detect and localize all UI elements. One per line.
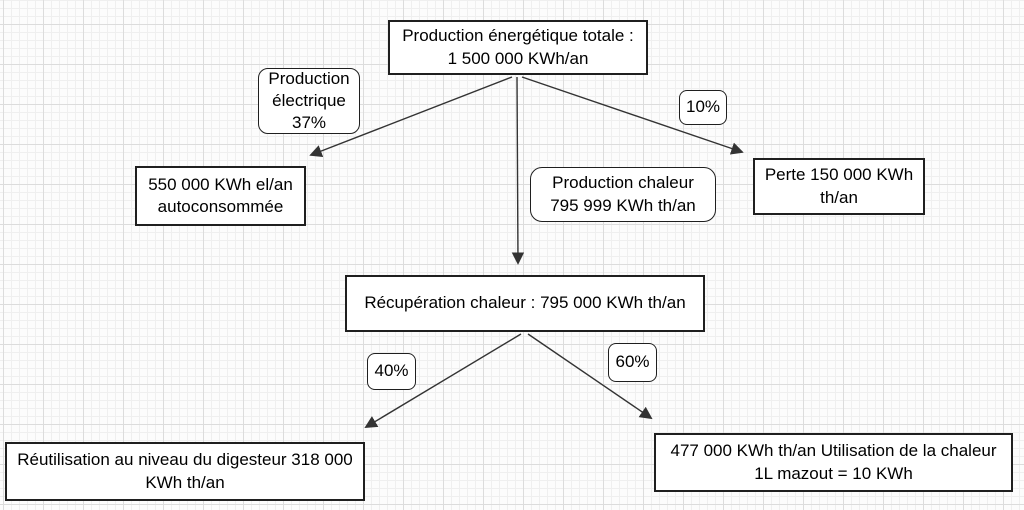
label-40-percent: 40%: [367, 353, 416, 390]
label-text: 10%: [685, 97, 721, 117]
label-text: Production chaleur: [552, 173, 694, 193]
label-60-percent: 60%: [608, 343, 657, 382]
node-text: 1L mazout = 10 KWh: [754, 463, 913, 483]
node-perte: Perte 150 000 KWh th/an: [753, 158, 925, 215]
node-text: autoconsommée: [157, 197, 284, 216]
node-text: 477 000 KWh th/an Utilisation de la chal…: [670, 441, 997, 461]
label-text: 37%: [291, 113, 327, 133]
node-text: KWh th/an: [145, 472, 225, 492]
arrow-total-to-recup: [511, 76, 525, 265]
label-10-percent: 10%: [679, 90, 727, 125]
node-text: 1 500 000 KWh/an: [447, 48, 589, 68]
label-text: Production: [268, 68, 350, 88]
node-text: Réutilisation au niveau du digesteur 318…: [17, 450, 353, 470]
node-recuperation-chaleur: Récupération chaleur : 795 000 KWh th/an: [345, 275, 705, 332]
label-text: 60%: [615, 352, 650, 372]
label-text: 40%: [374, 361, 409, 381]
node-text: Perte 150 000 KWh: [764, 165, 914, 185]
node-reutilisation-digesteur: Réutilisation au niveau du digesteur 318…: [5, 442, 365, 501]
node-autoconsommee: 550 000 KWh el/an autoconsommée: [135, 166, 306, 226]
node-text: 550 000 KWh el/an: [148, 174, 293, 194]
label-text: 795 999 KWh th/an: [550, 195, 696, 215]
node-text: Récupération chaleur : 795 000 KWh th/an: [364, 293, 686, 313]
node-production-totale: Production énergétique totale : 1 500 00…: [388, 20, 648, 75]
label-production-chaleur: Production chaleur 795 999 KWh th/an: [530, 167, 716, 222]
node-text: Production énergétique totale :: [402, 26, 634, 46]
label-text: électrique: [272, 90, 346, 110]
label-production-electrique-37pct: Production électrique 37%: [258, 68, 360, 134]
node-text: th/an: [820, 187, 858, 207]
node-utilisation-chaleur: 477 000 KWh th/an Utilisation de la chal…: [654, 433, 1013, 492]
